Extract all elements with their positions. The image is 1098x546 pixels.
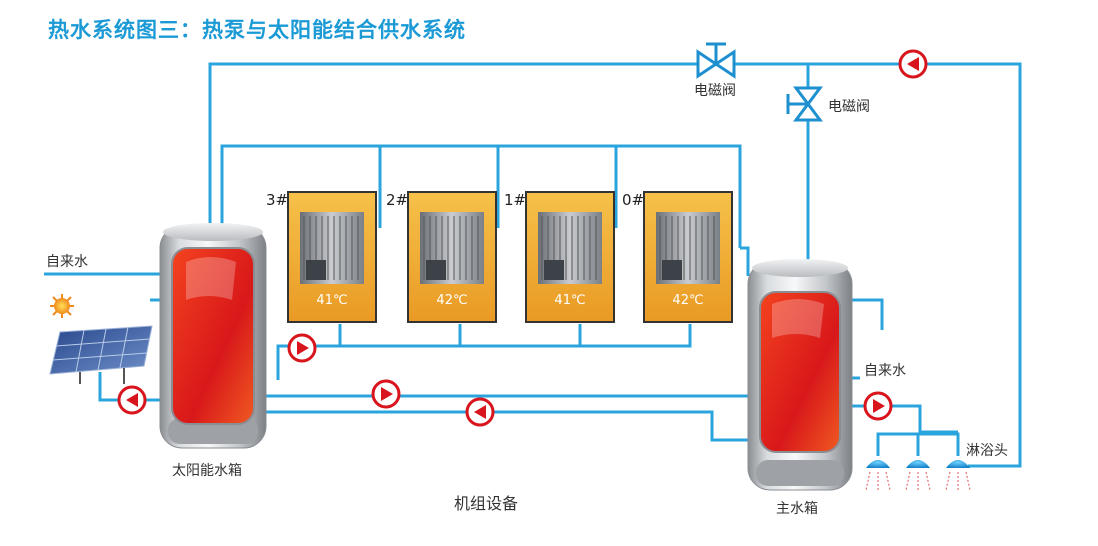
circulation-pump-unit-return[interactable]	[287, 333, 317, 363]
unit-manifold-top	[220, 144, 742, 248]
solar-panel-icon	[49, 325, 153, 384]
main-tank-label: 主水箱	[776, 501, 818, 517]
circulation-pump-solar[interactable]	[117, 385, 147, 415]
circulation-pump-shower[interactable]	[863, 391, 893, 421]
solar-tank-label: 太阳能水箱	[172, 463, 242, 479]
solenoid-valve-right[interactable]	[786, 86, 823, 122]
tap-water-right-label: 自来水	[864, 363, 906, 379]
unit0-to-main	[740, 246, 750, 276]
heat-pump-unit-0[interactable]	[643, 191, 733, 323]
shower-head-icon-1	[865, 460, 891, 491]
top-return-pipe	[208, 62, 1022, 468]
solar-water-tank	[159, 223, 267, 449]
sun-icon	[50, 294, 74, 318]
unit-0-temperature: 42℃	[672, 293, 704, 308]
circulation-pump-mid-right[interactable]	[371, 379, 401, 409]
unit-3-number: 3#	[266, 191, 289, 209]
tap-water-left-label: 自来水	[46, 254, 88, 270]
unit-equipment-label: 机组设备	[454, 494, 519, 513]
unit-0-number: 0#	[622, 191, 645, 209]
unit-1-temperature: 41℃	[554, 293, 586, 308]
shower-heads-label: 淋浴头	[966, 443, 1008, 459]
unit-2-number: 2#	[386, 191, 409, 209]
circulation-pump-mid-left[interactable]	[465, 397, 495, 427]
solenoid-valve-right-label: 电磁阀	[828, 99, 870, 115]
main-water-tank	[747, 259, 853, 491]
solenoid-valve-top-label: 电磁阀	[694, 83, 736, 99]
shower-head-icon-3	[945, 460, 971, 491]
unit-2-temperature: 42℃	[436, 293, 468, 308]
solenoid-valve-top[interactable]	[696, 42, 736, 79]
heat-pump-unit-2[interactable]	[407, 191, 497, 323]
shower-head-icon-2	[905, 460, 931, 491]
circulation-pump-top[interactable]	[898, 49, 928, 79]
unit-3-temperature: 41℃	[316, 293, 348, 308]
heat-pump-unit-1[interactable]	[525, 191, 615, 323]
diagram-title: 热水系统图三：热泵与太阳能结合供水系统	[48, 18, 466, 42]
main-tank-right-pipe	[852, 298, 884, 330]
pipe-network	[44, 62, 1022, 468]
heat-pump-unit-3[interactable]	[287, 191, 377, 323]
mid-pipe-2	[266, 410, 748, 442]
unit-return-bottom	[276, 324, 692, 380]
unit-1-number: 1#	[504, 191, 527, 209]
